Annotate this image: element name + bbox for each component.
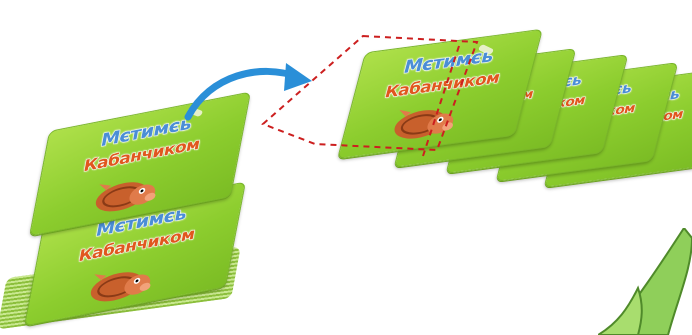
boar-icon [95,182,156,212]
boar-icon [394,109,454,139]
drawn-card[interactable]: Мєтимєь Кабанчиком [28,91,252,237]
deck-top-card[interactable]: Мєтимєь Кабанчиком [23,181,247,327]
move-arrow-icon [184,63,312,121]
placement-outline [261,34,479,157]
boar-icon [90,272,151,302]
leaf-decoration-icon [598,228,692,335]
row-card-1[interactable]: Мєтимєь Кабанчиком [336,28,544,160]
